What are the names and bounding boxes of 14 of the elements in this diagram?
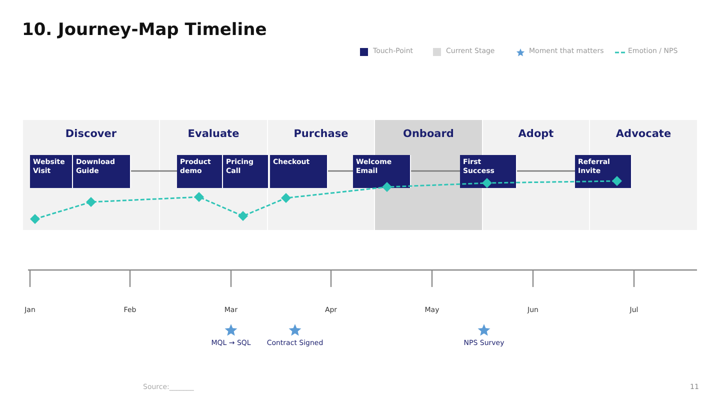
stage-heading: Evaluate [186, 128, 240, 140]
stage-band [268, 120, 374, 150]
stage-heading: Adopt [517, 128, 555, 140]
connector-line [131, 170, 177, 172]
stage-heading: Purchase [292, 128, 350, 140]
stage-heading: Discover [64, 128, 118, 140]
page-title: 10. Journey-Map Timeline [22, 20, 267, 40]
stage-heading: Onboard [402, 128, 455, 140]
connector-line [328, 170, 353, 172]
stage-band [483, 120, 589, 150]
connector-line [411, 170, 460, 172]
connector-line [517, 170, 575, 172]
stage-band [375, 120, 482, 150]
stage-heading: Advocate [614, 128, 672, 140]
